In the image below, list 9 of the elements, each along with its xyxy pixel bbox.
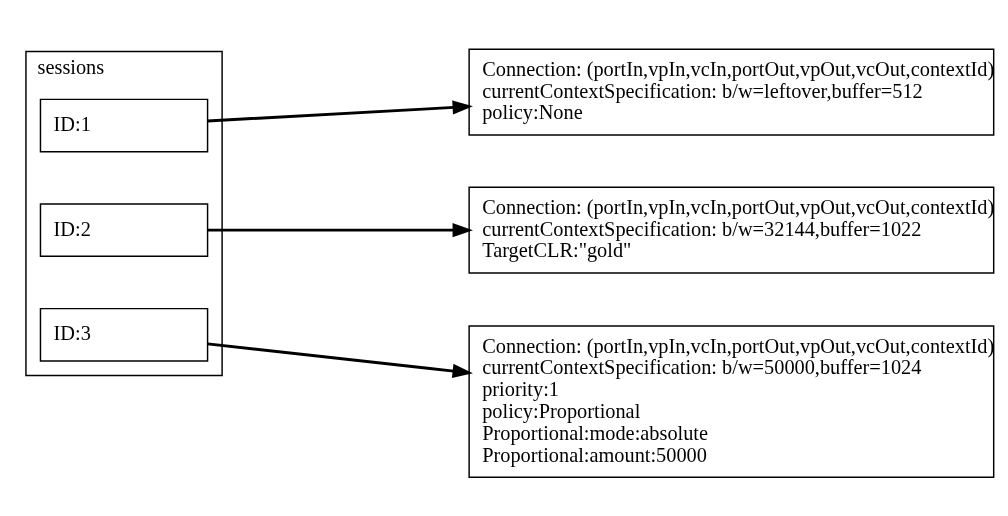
arrow <box>207 99 473 122</box>
node-box: Connection: (portIn,vpIn,vcIn,portOut,vpOut,vcOut,contextId) currentContextSpecification: b/w=leftover,buffer=512 policy:None <box>468 48 995 136</box>
arrow <box>207 222 473 237</box>
arrow <box>207 341 473 378</box>
node-box: ID:2 <box>39 202 209 257</box>
node-box: ID:3 <box>39 307 209 362</box>
node-box: Connection: (portIn,vpIn,vcIn,portOut,vpOut,vcOut,contextId) currentContextSpecification: b/w=50000,buffer=1024 priority:1 policy:Proportional Proportional:mode:absolute Proportional:amount:50000 <box>468 324 995 478</box>
node-box: Connection: (portIn,vpIn,vcIn,portOut,vpOut,vcOut,contextId) currentContextSpecification: b/w=32144,buffer=1022 TargetCLR:"gold" <box>468 186 995 274</box>
node-box: ID:1 <box>39 98 209 152</box>
